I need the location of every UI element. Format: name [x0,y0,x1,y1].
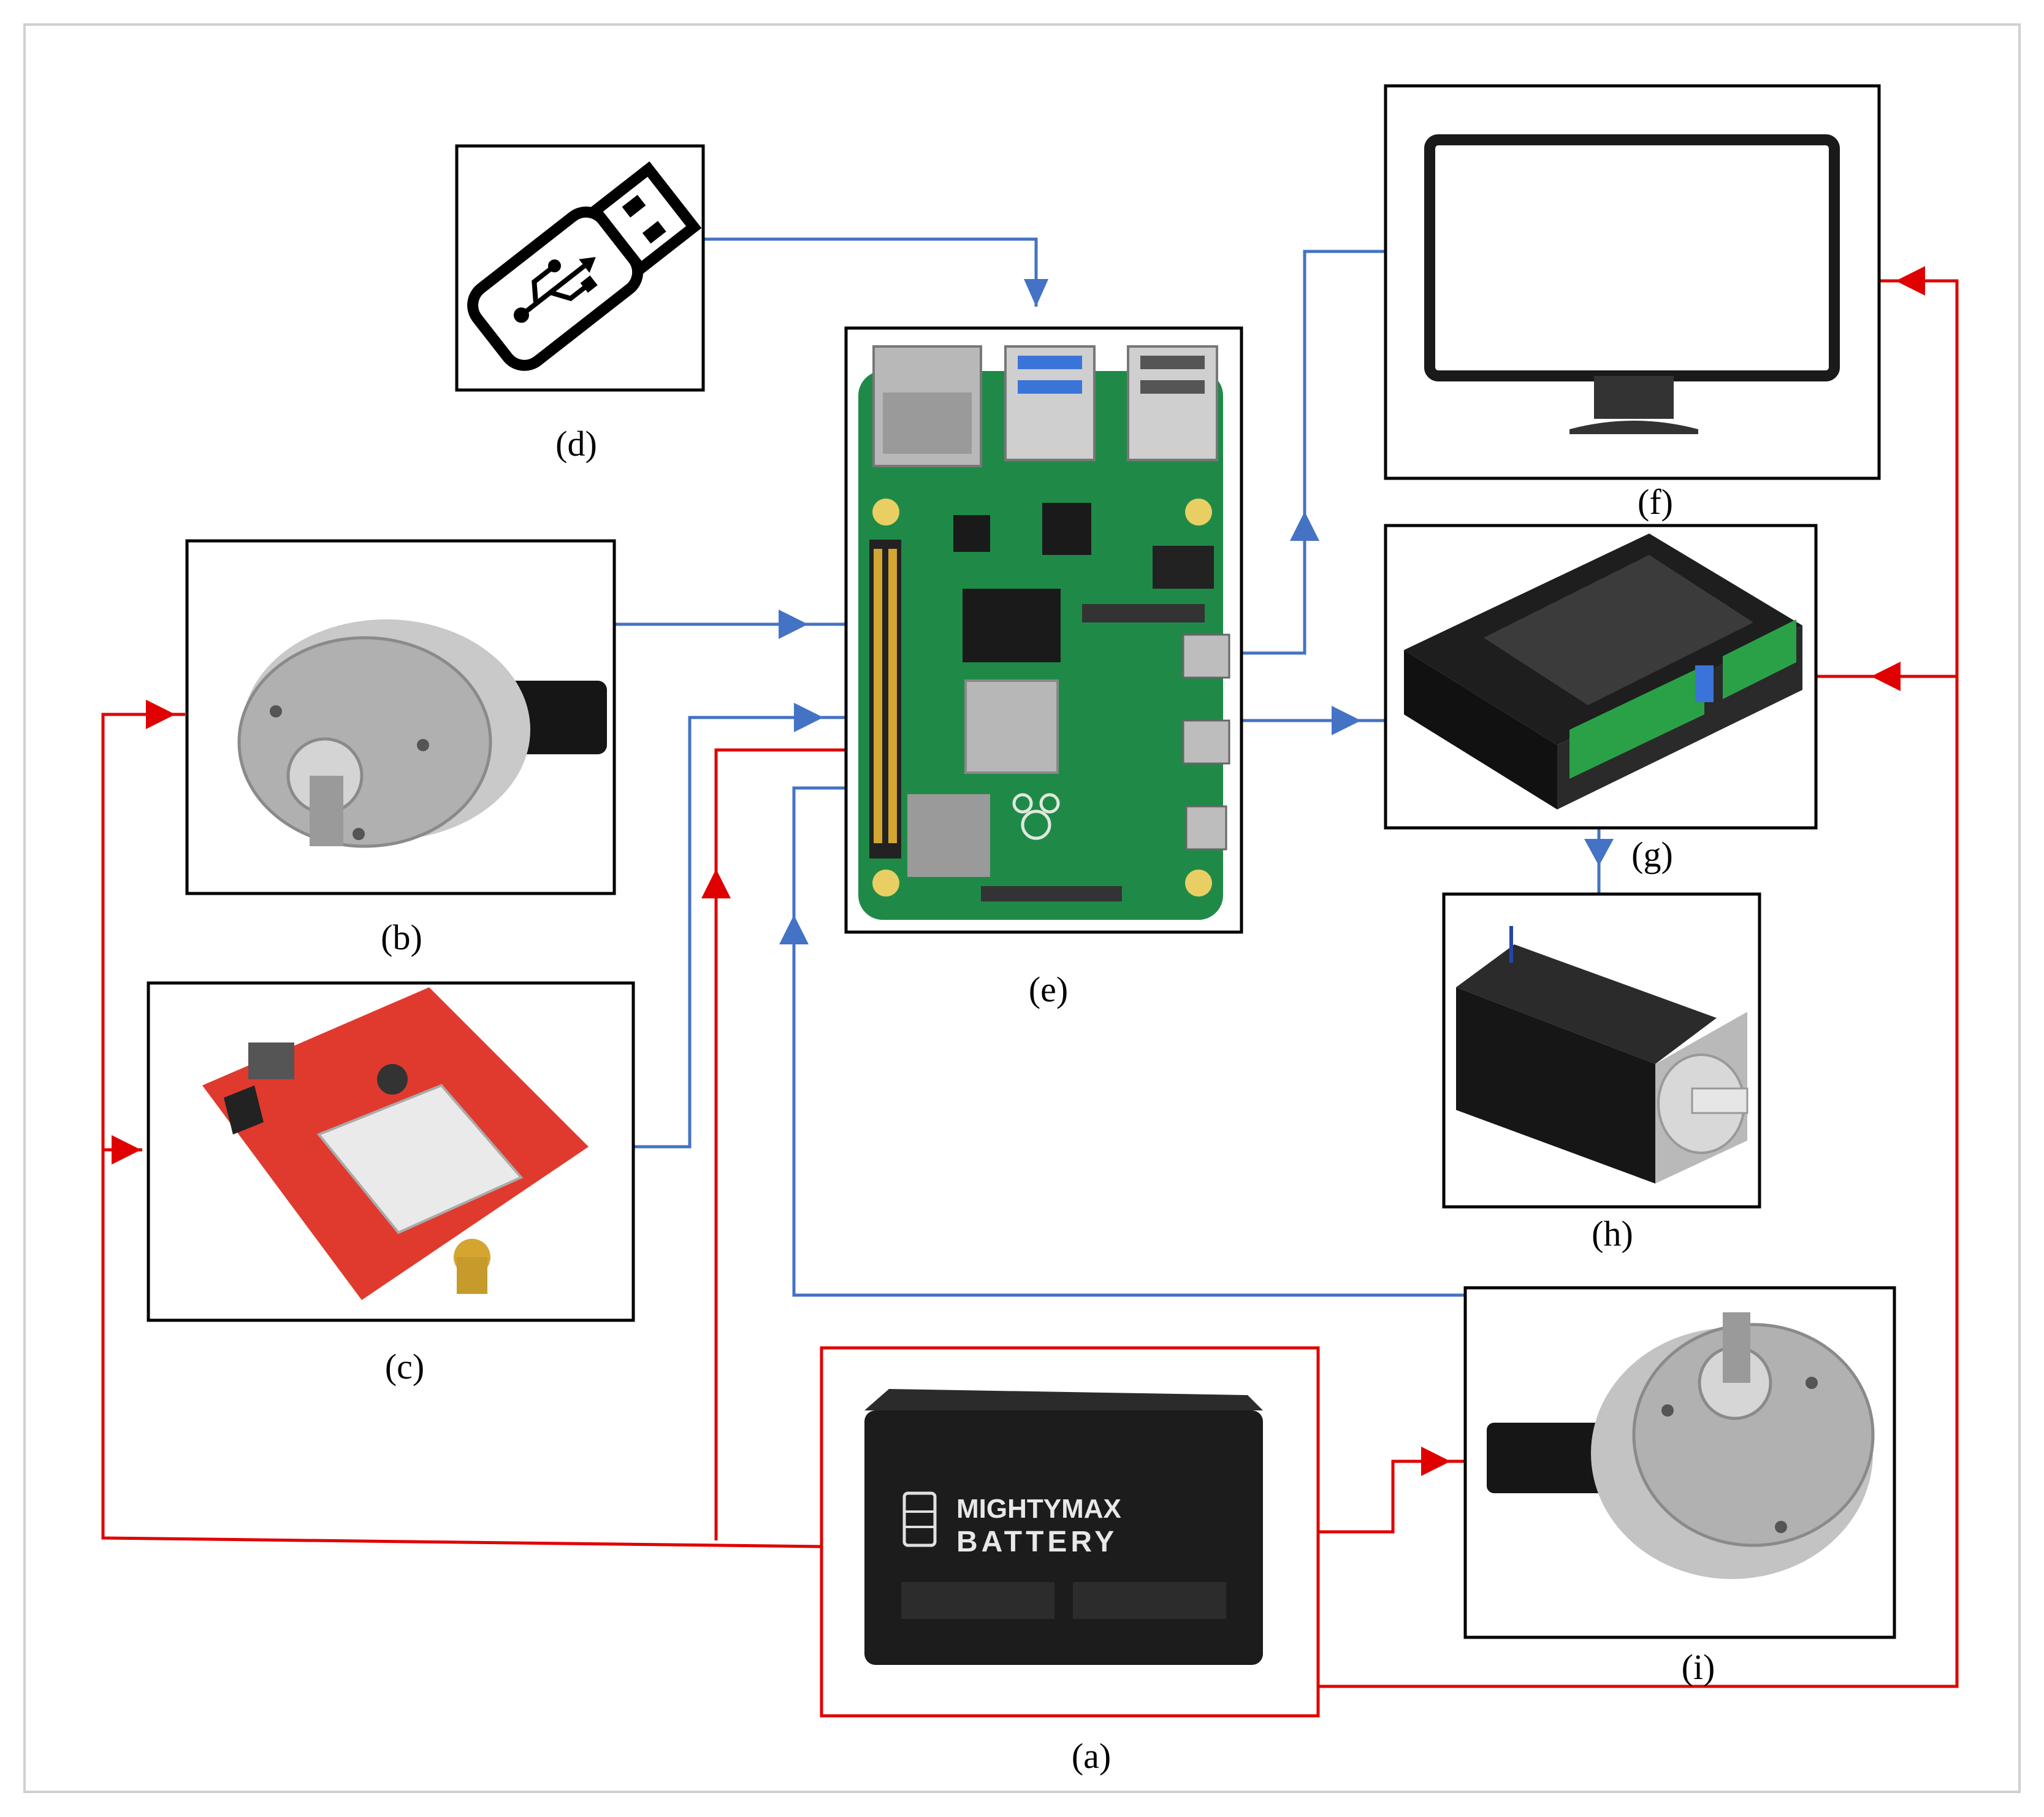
encoder-b-icon [237,619,607,848]
encoder-i-panel [1463,1286,1896,1639]
monitor-panel [1384,84,1881,480]
battery-name: BATTERY [956,1526,1118,1558]
pi-hdmi-port-2 [1182,719,1230,765]
arrow-power-encoder-i [1421,1447,1451,1476]
wire-gps-to-pi [633,716,846,1149]
stepper-driver-icon [1404,534,1802,809]
arrow-power-gps [112,1135,141,1165]
arrow-power-monitor [1896,266,1925,296]
pi-usbc-port [1185,805,1227,851]
arrow-power-driver [1871,662,1901,691]
wire-battery-to-pi [714,748,846,1540]
arrow-encoder-b-to-pi [779,610,808,639]
label-i: (i) [1681,1647,1715,1687]
arrow-pi-to-driver [1332,706,1361,735]
label-h: (h) [1592,1214,1633,1253]
signal-arrowheads [779,279,1614,944]
label-c: (c) [384,1347,425,1387]
wire-pi-to-monitor [1241,250,1386,655]
label-b: (b) [381,917,422,957]
arrow-power-pi [701,869,731,898]
battery-panel: MIGHTYMAX BATTERY [820,1346,1320,1718]
label-a: (a) [1071,1736,1112,1776]
label-e: (e) [1028,970,1069,1009]
raspberry-pi-panel [844,326,1243,934]
power-arrowheads [112,266,1925,1476]
usb-icon [467,161,702,371]
arrow-encoder-i-to-pi [779,915,809,944]
encoder-i-icon [1487,1312,1875,1579]
wire-encoder-i-to-pi [792,786,1465,1297]
arrow-usb-to-pi [1024,279,1048,307]
stepper-motor-icon [1456,926,1748,1184]
raspberry-logo-icon [1012,793,1060,840]
arrow-gps-to-pi [794,703,823,732]
pi-soc-chip [964,679,1059,774]
outer-frame [23,23,2021,1793]
arrow-driver-to-motor [1584,839,1614,866]
label-d: (d) [555,424,597,464]
pi-hdmi-port-1 [1182,633,1230,679]
wire-battery-to-encoder-i [1318,1459,1465,1534]
battery-brand: MIGHTYMAX [956,1494,1121,1524]
pi-audio-jack [1153,546,1214,589]
gps-board-panel [147,981,635,1322]
pi-ram-chip [963,589,1061,662]
battery-icon: MIGHTYMAX BATTERY [864,1389,1263,1665]
usb-stick-panel [455,144,705,392]
label-f: (f) [1638,482,1673,522]
usb-symbol [513,257,598,323]
stepper-driver-panel [1384,524,1818,830]
arrow-power-encoder-b [146,700,175,729]
wire-usb-to-pi [704,237,1038,307]
wire-battery-left-trunk [101,713,822,1548]
label-g: (g) [1631,835,1673,874]
encoder-b-panel [185,539,616,895]
stepper-motor-panel [1442,892,1761,1209]
arrow-pi-to-monitor [1290,511,1319,541]
monitor-icon [1424,134,1840,434]
gps-board-icon [202,987,589,1300]
